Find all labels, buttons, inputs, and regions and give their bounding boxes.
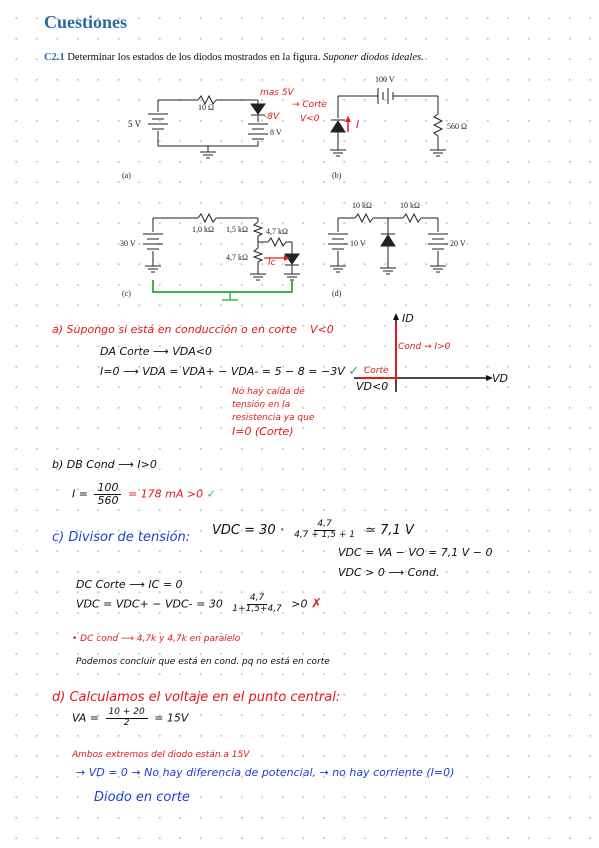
sol-a-note1: No hay caída de bbox=[232, 387, 305, 397]
sol-c-line4: DC Corte ⟶ IC = 0 bbox=[76, 578, 183, 591]
sol-d-line3-text: → VD = 0 → No hay diferencia de potencia… bbox=[76, 766, 455, 779]
sol-c-line6: • DC cond ⟶ 4,7k y 4,7k en paralelo bbox=[72, 634, 241, 644]
sol-c-line3: VDC > 0 ⟶ Cond. bbox=[338, 566, 440, 579]
circuit-d-r1: 10 kΩ bbox=[352, 201, 372, 210]
page-title: Cuestiones bbox=[44, 12, 128, 32]
circuit-b-label: (b) bbox=[332, 171, 342, 180]
sol-c5-lhs: VDC = VDC+ − VDC- = 30 bbox=[76, 597, 223, 611]
circuit-d-r2: 10 kΩ bbox=[400, 201, 420, 210]
sol-a-line1: a) Supongo si está en conducción o en co… bbox=[52, 323, 297, 336]
sol-d-num: 10 + 20 bbox=[105, 707, 148, 719]
annot-a-note1: mas 5V bbox=[260, 88, 294, 98]
circuit-c-r1: 1,0 kΩ bbox=[192, 225, 214, 234]
sol-c-line2: VDC = VA − VO = 7,1 V − 0 bbox=[338, 546, 493, 559]
sol-a-note4: I=0 (Corte) bbox=[232, 425, 294, 438]
circuit-d-source2: 20 V bbox=[450, 239, 466, 248]
sol-d-line2: Ambos extremos del diodo están a 15V bbox=[72, 750, 250, 760]
annot-a-note2: → Corte bbox=[292, 100, 327, 110]
sol-c-rhs: ≃ 7,1 V bbox=[365, 522, 414, 538]
check-icon: ✓ bbox=[348, 364, 360, 379]
circuit-c-r4: 4,7 kΩ bbox=[226, 253, 248, 262]
circuit-c-r3: 4,7 kΩ bbox=[266, 227, 288, 236]
annot-a-note4: V<0 bbox=[300, 114, 320, 124]
circuit-a-label: (a) bbox=[122, 171, 131, 180]
problem-text: Determinar los estados de los diodos mos… bbox=[67, 52, 321, 63]
iv-y-label: ID bbox=[402, 312, 414, 325]
circuit-figures: 10 Ω 5 V 8 V (a) 100 V 560 Ω (b) bbox=[120, 75, 467, 301]
sol-c-num: 4,7 bbox=[314, 519, 335, 531]
sol-c-den: 4,7 + 1,5 + 1 bbox=[294, 529, 355, 540]
problem-number: C2.1 bbox=[44, 52, 65, 63]
iv-corte: Corte bbox=[364, 366, 389, 376]
sol-c-line1: c) Divisor de tensión: bbox=[52, 530, 191, 545]
sol-d-lhs: VA = bbox=[72, 711, 100, 725]
sol-c5-den: 1+1,5+4,7 bbox=[232, 603, 282, 614]
sol-a-line2: DA Corte ⟶ VDA<0 bbox=[100, 345, 213, 358]
circuit-a-resistor: 10 Ω bbox=[198, 103, 214, 112]
sol-d-line4: Diodo en corte bbox=[94, 790, 190, 805]
circuit-c-r2: 1,5 kΩ bbox=[226, 225, 248, 234]
sol-b-line1: b) DB Cond ⟶ I>0 bbox=[52, 458, 157, 471]
circuit-a bbox=[148, 94, 268, 159]
annot-c-current: Ic bbox=[268, 258, 276, 268]
sol-c-lhs: VDC = 30 · bbox=[212, 522, 284, 538]
sol-a-note: No hay caída de tensión en la resistenci… bbox=[232, 386, 314, 438]
sol-c-line7: Podemos concluir que está en cond. pq no… bbox=[76, 657, 330, 667]
circuit-c bbox=[143, 212, 300, 281]
circuit-d bbox=[328, 212, 448, 275]
circuit-c-source: 30 V bbox=[120, 239, 136, 248]
cross-icon: ✗ bbox=[311, 596, 322, 612]
check-icon: ✓ bbox=[206, 487, 216, 501]
circuit-c-ground-link bbox=[152, 280, 293, 293]
sol-a-note3: resistencia ya que bbox=[232, 413, 315, 423]
circuit-a-source2: 8 V bbox=[270, 128, 282, 137]
sol-d-den: 2 bbox=[123, 717, 130, 728]
circuit-d-source1: 10 V bbox=[350, 239, 366, 248]
iv-cond: Cond → I>0 bbox=[398, 342, 451, 352]
iv-x-label: VD bbox=[492, 372, 508, 385]
sol-a-line3-text: I=0 ⟶ VDA = VDA+ − VDA- = 5 − 8 = −3V bbox=[100, 365, 345, 378]
circuit-c-label: (c) bbox=[122, 289, 131, 298]
sol-a-v: V<0 bbox=[310, 323, 334, 336]
circuit-d-label: (d) bbox=[332, 289, 342, 298]
circuit-b-resistor: 560 Ω bbox=[447, 122, 467, 131]
sol-b-num: 100 bbox=[94, 481, 122, 496]
annot-a-note3: -8V bbox=[264, 112, 280, 122]
sol-d-rhs: = 15V bbox=[154, 711, 189, 725]
sol-c5-rhs: >0 bbox=[291, 597, 308, 611]
iv-graph bbox=[354, 313, 493, 392]
annot-b-current: I bbox=[356, 118, 360, 131]
sol-c5-num: 4,7 bbox=[246, 593, 268, 605]
sol-b-den: 560 bbox=[97, 494, 119, 508]
sol-a-line3: I=0 ⟶ VDA = VDA+ − VDA- = 5 − 8 = −3V ✓ bbox=[100, 364, 359, 379]
iv-vd: VD<0 bbox=[356, 380, 389, 393]
circuit-b bbox=[330, 88, 446, 157]
problem-statement: C2.1 Determinar los estados de los diodo… bbox=[44, 52, 424, 63]
problem-assumption: Suponer diodos ideales. bbox=[323, 52, 424, 63]
circuit-a-source1: 5 V bbox=[128, 119, 142, 129]
sol-a-note2: tensión en la bbox=[232, 400, 291, 410]
circuit-b-source: 100 V bbox=[375, 75, 395, 84]
sol-d-line1: d) Calculamos el voltaje en el punto cen… bbox=[52, 690, 341, 705]
sol-b-rhs: = 178 mA >0 bbox=[127, 487, 204, 501]
sol-b-lhs: I = bbox=[72, 487, 88, 501]
sol-d-line3: → VD = 0 → No hay diferencia de potencia… bbox=[76, 766, 454, 779]
